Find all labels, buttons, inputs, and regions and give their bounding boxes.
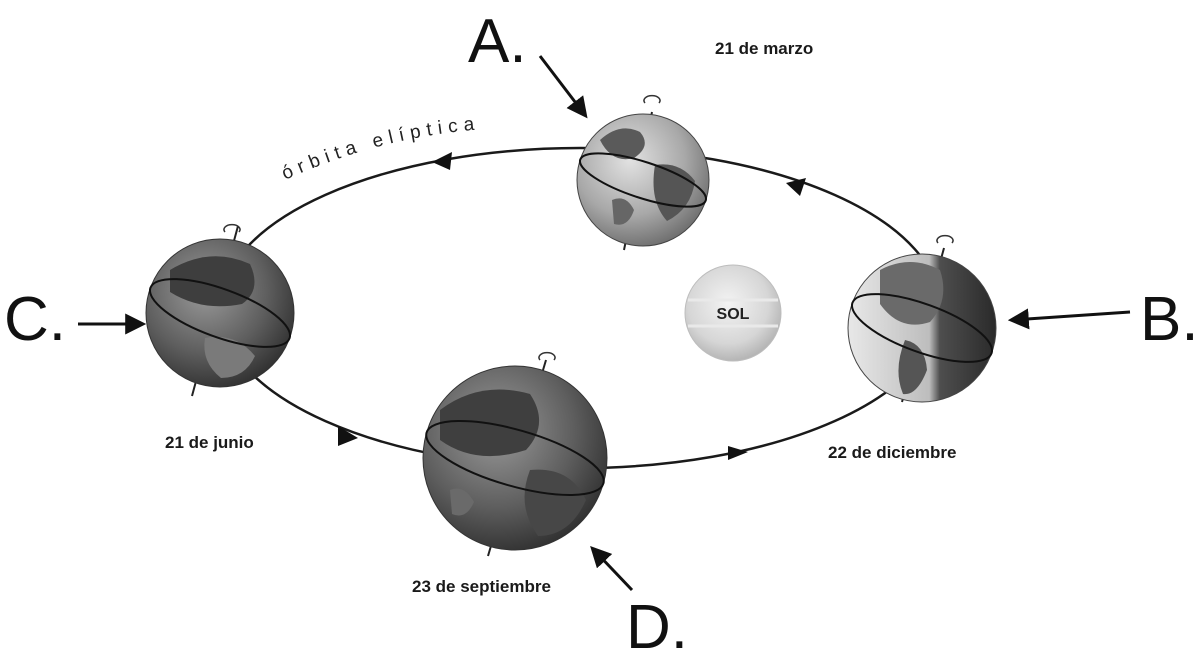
globe-march <box>576 94 710 251</box>
globe-june <box>145 223 295 397</box>
arrow-d <box>590 545 634 592</box>
orbit-arrow-bottom-left <box>338 426 358 446</box>
globe-december <box>847 234 997 403</box>
date-december: 22 de diciembre <box>828 443 957 462</box>
date-march: 21 de marzo <box>715 39 813 58</box>
date-september: 23 de septiembre <box>412 577 551 596</box>
letter-c: C. <box>4 285 66 354</box>
letter-d: D. <box>626 593 688 652</box>
orbit-arrow-bottom-right <box>728 446 748 460</box>
orbit-arrow-top-left <box>432 152 452 170</box>
orbit-arrow-top-right <box>786 178 806 196</box>
letter-a: A. <box>468 7 527 76</box>
globe-september <box>422 351 608 557</box>
arrow-b <box>1007 308 1131 330</box>
date-june: 21 de junio <box>165 433 254 452</box>
arrow-a <box>538 55 588 119</box>
sun: SOL <box>684 264 782 362</box>
letter-b: B. <box>1140 285 1199 354</box>
sun-label: SOL <box>717 306 750 323</box>
